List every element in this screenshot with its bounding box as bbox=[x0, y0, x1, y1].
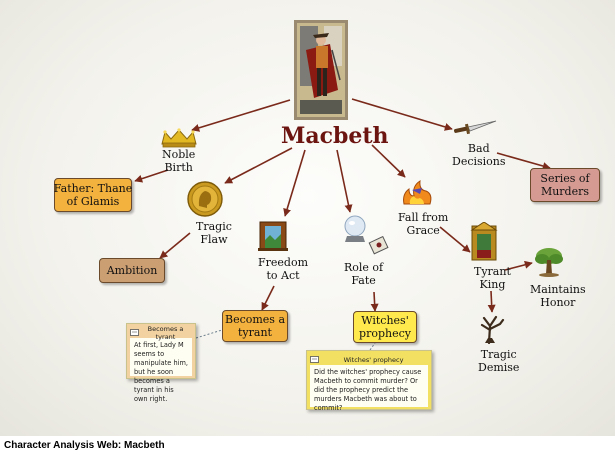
box-ambition: Ambition bbox=[99, 258, 165, 283]
note-link-prophecy bbox=[370, 343, 375, 350]
link-tyrant-king-demise bbox=[491, 291, 492, 312]
box-becomes-a-tyrant: Becomes a tyrant bbox=[222, 310, 288, 342]
portrait-icon bbox=[294, 20, 348, 120]
label-bad-decisions: Bad Decisions bbox=[452, 142, 506, 168]
doorway-icon bbox=[258, 220, 288, 252]
label-fall-from-grace: Fall from Grace bbox=[398, 211, 448, 237]
figure-caption: Character Analysis Web: Macbeth bbox=[4, 440, 165, 451]
crystal-ball-icon bbox=[342, 214, 368, 244]
label-noble-birth: Noble Birth bbox=[162, 148, 195, 174]
dagger-icon bbox=[452, 118, 498, 138]
link-macbeth-noble-birth bbox=[192, 100, 290, 130]
crown-icon bbox=[160, 128, 198, 148]
tree-icon bbox=[532, 244, 566, 278]
link-macbeth-fall bbox=[372, 145, 405, 177]
note-becomes-a-tyrant: Becomes a tyrant At first, Lady M seems … bbox=[126, 323, 196, 379]
diagram-canvas: Macbeth Noble Birth Father: Thane of Gla… bbox=[0, 0, 615, 436]
label-freedom-to-act: Freedom to Act bbox=[258, 256, 308, 282]
note-title: Becomes a tyrant bbox=[139, 325, 192, 341]
link-fate-prophecy bbox=[374, 292, 375, 311]
card-icon bbox=[368, 236, 390, 258]
link-macbeth-role-of-fate bbox=[337, 150, 350, 212]
label-role-of-fate: Role of Fate bbox=[344, 261, 383, 287]
link-macbeth-freedom bbox=[285, 150, 305, 216]
box-series-of-murders: Series of Murders bbox=[530, 168, 600, 202]
link-macbeth-tragic-flaw bbox=[225, 148, 292, 183]
central-title: Macbeth bbox=[281, 123, 389, 149]
box-witches-prophecy: Witches' prophecy bbox=[353, 311, 417, 343]
fire-icon bbox=[400, 178, 436, 208]
label-maintains-honor: Maintains Honor bbox=[530, 283, 586, 309]
note-witches-prophecy: Witches' prophecy Did the witches' proph… bbox=[306, 350, 432, 410]
label-tragic-demise: Tragic Demise bbox=[478, 348, 519, 374]
dead-tree-icon bbox=[476, 312, 506, 344]
label-tragic-flaw: Tragic Flaw bbox=[196, 220, 232, 246]
note-icon bbox=[310, 356, 319, 363]
coin-icon bbox=[186, 180, 224, 218]
note-title: Witches' prophecy bbox=[319, 356, 428, 364]
label-tyrant-king: Tyrant King bbox=[474, 265, 511, 291]
link-flaw-ambition bbox=[160, 233, 190, 258]
note-body: Did the witches' prophecy cause Macbeth … bbox=[310, 365, 428, 407]
link-freedom-tyrant bbox=[262, 286, 274, 310]
note-link-tyrant bbox=[196, 330, 222, 338]
note-body: At first, Lady M seems to manipulate him… bbox=[130, 338, 192, 376]
note-icon bbox=[130, 329, 139, 336]
throne-icon bbox=[470, 222, 498, 262]
box-father-thane-of-glamis: Father: Thane of Glamis bbox=[54, 178, 132, 212]
